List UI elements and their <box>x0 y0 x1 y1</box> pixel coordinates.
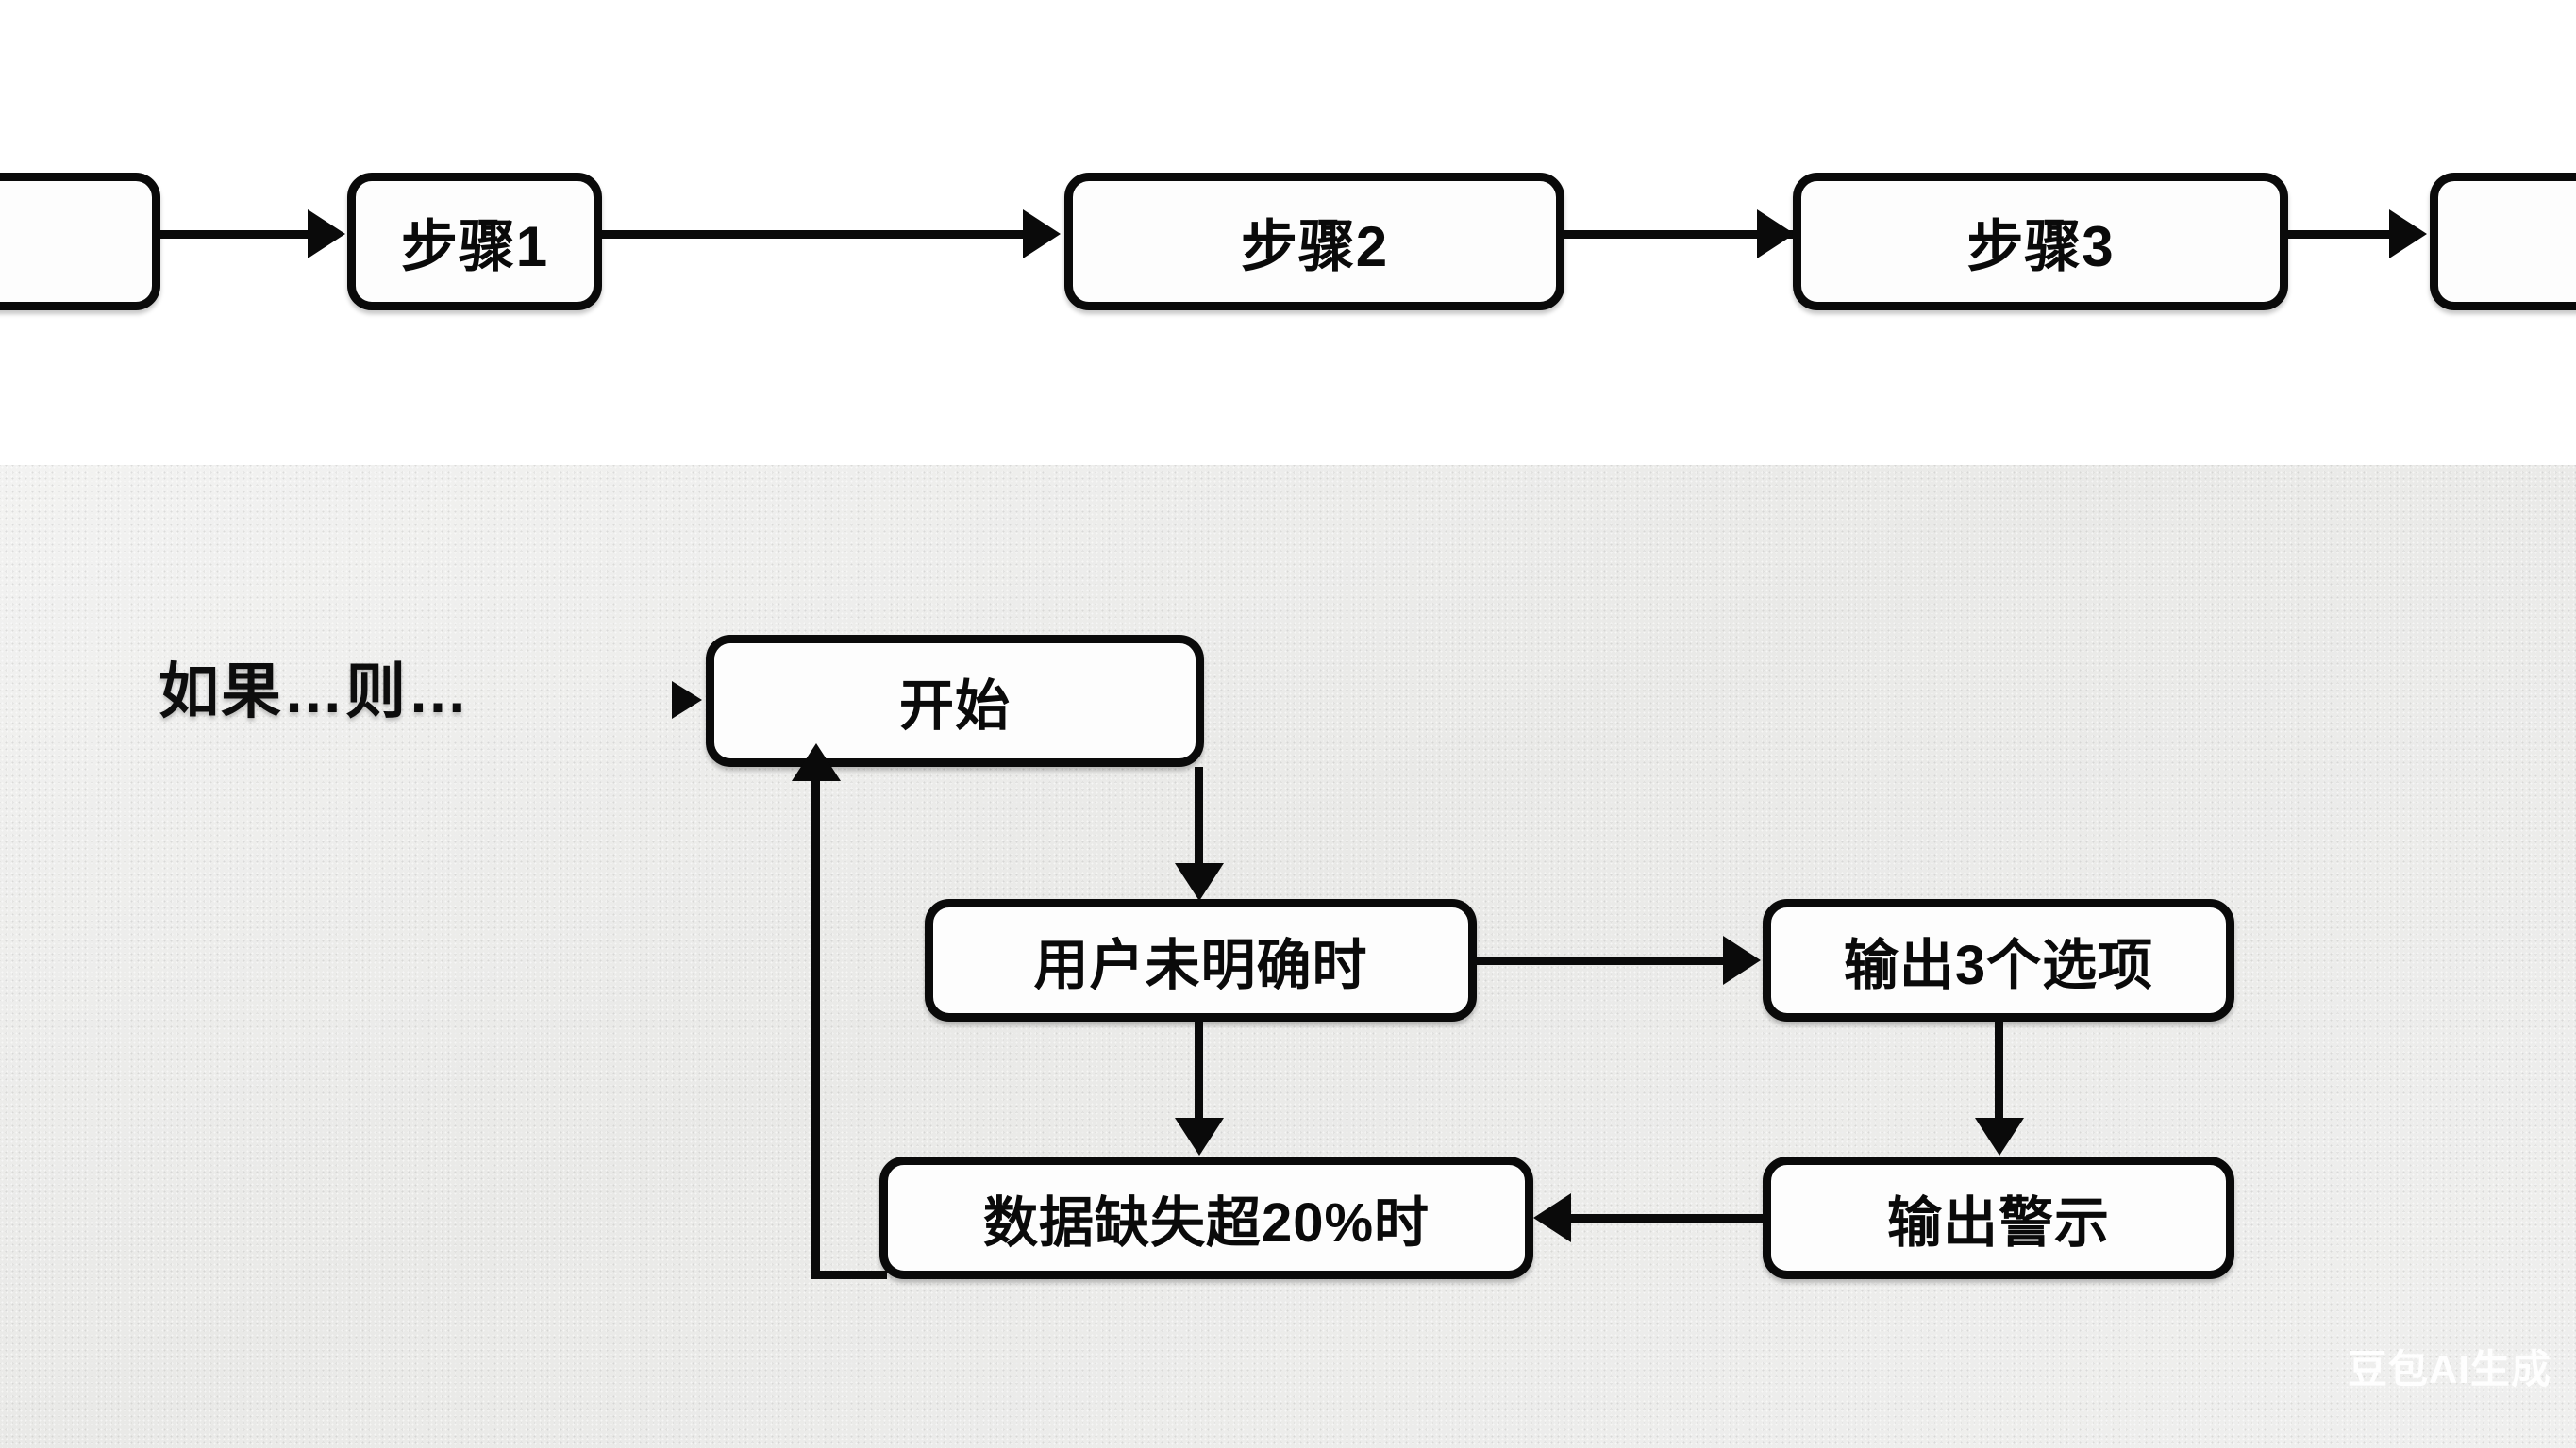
connector-arrowhead-step3-partialright <box>2389 209 2427 258</box>
connector-line-missing-loop-vertical <box>811 778 820 1275</box>
node-warning[interactable]: 输出警示 <box>1763 1157 2234 1279</box>
connector-line-step3-partialright <box>2288 230 2392 239</box>
connector-arrowhead-warning-missing <box>1533 1193 1571 1242</box>
flowchart-caption: 如果…则… <box>159 657 470 725</box>
connector-arrowhead-unclear-missing <box>1175 1118 1224 1156</box>
connector-line-missing-loop-horizontal <box>811 1271 887 1279</box>
top-step-3-node[interactable]: 步骤3 <box>1793 173 2288 310</box>
connector-line-options-warning <box>1995 1022 2003 1121</box>
connector-line-unclear-missing <box>1195 1022 1203 1121</box>
watermark-label: 豆包AI生成 <box>2347 1347 2551 1391</box>
top-partial-right-node[interactable] <box>2430 173 2576 310</box>
connector-line-start-unclear <box>1195 767 1203 866</box>
connector-arrowhead-step1-step2 <box>1023 209 1061 258</box>
top-step-1-label: 步骤1 <box>400 214 549 278</box>
node-start-label: 开始 <box>898 675 1011 737</box>
connector-arrowhead-start-unclear <box>1175 863 1224 901</box>
connector-arrowhead-step2-step3 <box>1757 209 1795 258</box>
top-partial-left-node[interactable] <box>0 173 160 310</box>
node-options[interactable]: 输出3个选项 <box>1763 899 2234 1022</box>
conditional-flowchart-section <box>0 465 2576 1448</box>
node-missing-label: 数据缺失超20%时 <box>982 1192 1430 1254</box>
node-unclear[interactable]: 用户未明确时 <box>925 899 1477 1022</box>
connector-arrowhead-unclear-options <box>1723 936 1761 985</box>
top-step-flow-section: 步骤1 步骤2 步骤3 <box>0 0 2576 465</box>
top-step-2-label: 步骤2 <box>1240 214 1389 278</box>
node-options-label: 输出3个选项 <box>1843 935 2154 996</box>
node-missing[interactable]: 数据缺失超20%时 <box>879 1157 1533 1279</box>
connector-arrowhead-options-warning <box>1975 1118 2024 1156</box>
connector-line-warning-missing <box>1571 1214 1765 1223</box>
node-unclear-label: 用户未明确时 <box>1033 935 1368 996</box>
node-warning-label: 输出警示 <box>1886 1192 2110 1254</box>
connector-line-step2-step3 <box>1564 230 1800 239</box>
node-start[interactable]: 开始 <box>706 635 1204 767</box>
top-step-2-node[interactable]: 步骤2 <box>1064 173 1564 310</box>
connector-arrowhead-missing-start <box>792 743 841 781</box>
connector-line-partialleft-step1 <box>160 230 311 239</box>
connector-arrowhead-partialleft-step1 <box>308 209 345 258</box>
top-step-1-node[interactable]: 步骤1 <box>347 173 602 310</box>
connector-line-step1-step2 <box>602 230 1027 239</box>
top-step-3-label: 步骤3 <box>1966 214 2115 278</box>
connector-line-unclear-options <box>1477 957 1731 965</box>
connector-arrowhead-caption-start <box>672 681 702 719</box>
